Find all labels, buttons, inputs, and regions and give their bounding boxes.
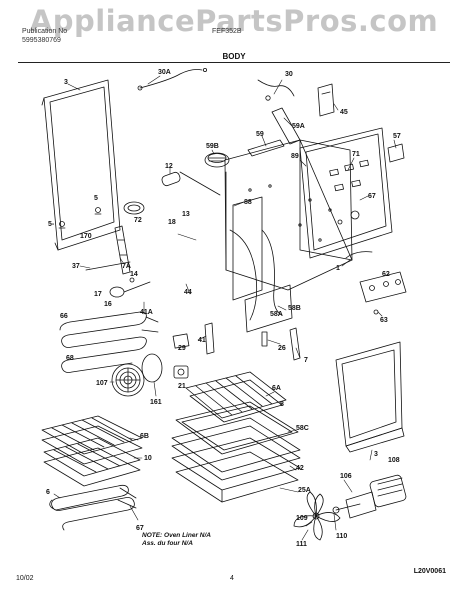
callout: 12	[165, 163, 173, 170]
callout: 88	[244, 199, 252, 206]
leader-lines	[53, 75, 397, 541]
convection-motor	[332, 474, 407, 519]
callout: 37	[72, 263, 80, 270]
callout: 71	[352, 151, 360, 158]
switch-assembly	[85, 261, 151, 298]
door-latch	[261, 327, 301, 361]
callout: 59A	[292, 123, 305, 130]
callout: 14	[130, 271, 138, 278]
terminal-blocks	[172, 333, 190, 379]
callout: 8	[280, 401, 284, 408]
callout: 26	[278, 345, 286, 352]
callout-labels: 3 30A 30 45 59A 59 59B 57 12 71 89 67 5 …	[46, 69, 401, 548]
door-bracket	[204, 322, 215, 355]
callout: 21	[178, 383, 186, 390]
callout: 41	[198, 337, 206, 344]
page-number: 4	[230, 575, 234, 582]
rear-panel	[299, 127, 393, 259]
callout: 6B	[140, 433, 149, 440]
oven-liner-note: NOTE: Oven Liner N/A Ass. du four N/A	[142, 532, 211, 548]
callout: 1	[336, 265, 340, 272]
callout: 30	[285, 71, 293, 78]
callout: 6A	[272, 385, 281, 392]
callout: 25A	[298, 487, 311, 494]
callout: 5-	[48, 221, 55, 228]
section-title: BODY	[222, 52, 246, 61]
vent-cap	[204, 152, 230, 168]
hinge-hardware-right	[345, 251, 407, 315]
oven-body-frame	[224, 139, 353, 333]
gasket-ring	[141, 353, 163, 383]
title-rule	[18, 62, 450, 63]
side-panel-left	[41, 79, 121, 251]
callout: 13	[182, 211, 190, 218]
screw	[58, 207, 102, 229]
publication-label: Publication No	[22, 28, 68, 35]
fan-cover	[111, 363, 145, 397]
callout: 42	[296, 465, 304, 472]
footer-date: 10/02	[16, 575, 34, 582]
top-brackets	[247, 83, 335, 157]
oven-rack-left	[41, 415, 143, 487]
callout: 63	[380, 317, 388, 324]
callout: 3	[64, 79, 68, 86]
callout: 5	[94, 195, 98, 202]
callout: 6	[46, 489, 50, 496]
callout: 10	[144, 455, 152, 462]
watermark: AppliancePartsPros.com	[29, 4, 439, 38]
callout: 110	[336, 533, 347, 540]
callout: 59	[256, 131, 264, 138]
callout: 59B	[206, 143, 219, 150]
callout: 58A	[270, 311, 283, 318]
broil-element	[49, 484, 137, 531]
callout: 161	[150, 399, 162, 406]
callout: 89	[291, 153, 299, 160]
callout: 3	[374, 451, 378, 458]
diagram-code: L20V0061	[413, 568, 446, 575]
callout: 106	[340, 473, 352, 480]
callout: 18	[168, 219, 176, 226]
callout: 109	[296, 515, 308, 522]
callout: 57	[393, 133, 401, 140]
callout: 29	[178, 345, 186, 352]
thermostat	[161, 171, 221, 196]
callout: 16	[104, 301, 112, 308]
label-plate	[387, 143, 405, 163]
callout: 68	[66, 355, 74, 362]
callout: 7	[304, 357, 308, 364]
wire-harness	[137, 68, 295, 101]
callout: 62	[382, 271, 390, 278]
callout: 44	[184, 289, 192, 296]
oven-rack-center	[185, 371, 287, 423]
callout: 45	[340, 109, 348, 116]
callout: 108	[388, 457, 400, 464]
callout: 107	[96, 380, 108, 387]
callout: 170	[80, 233, 92, 240]
callout: 41A	[140, 309, 153, 316]
model-number: FEF352B	[212, 28, 242, 35]
note-line-french: Ass. du four N/A	[142, 540, 193, 547]
grommet	[123, 201, 145, 215]
callout: 30A	[158, 69, 171, 76]
side-panel-right	[335, 341, 405, 453]
callout: 58B	[288, 305, 301, 312]
fan-blade	[293, 491, 341, 541]
bake-element	[59, 311, 159, 373]
callout: 111	[296, 541, 307, 548]
broiler-pan-stack	[171, 401, 301, 503]
callout: 66	[60, 313, 68, 320]
callout: 67	[136, 525, 144, 532]
callout: 58C	[296, 425, 309, 432]
callout: 7A	[122, 263, 131, 270]
callout: 17	[94, 291, 102, 298]
note-line-english: NOTE: Oven Liner N/A	[142, 532, 211, 539]
callout: 67	[368, 193, 376, 200]
publication-number: 5995380769	[22, 37, 61, 44]
callout: 72	[134, 217, 142, 224]
